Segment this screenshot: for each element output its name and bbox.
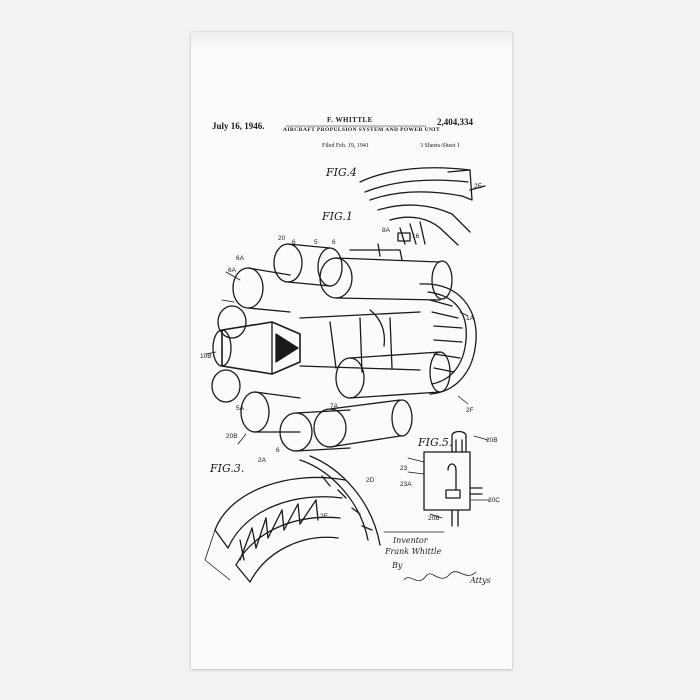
svg-text:20B: 20B xyxy=(226,433,238,440)
signature-attorneys: Attys xyxy=(470,576,491,585)
attorney-signature xyxy=(383,531,477,581)
svg-text:10B: 10B xyxy=(200,353,212,360)
compressor-housing xyxy=(299,283,477,395)
patent-number: 2,404,334 xyxy=(437,117,473,127)
svg-text:6A: 6A xyxy=(236,255,245,262)
inventor-signature: Frank Whittle xyxy=(385,547,442,556)
lower-combustion-chambers xyxy=(240,351,451,452)
inventor-caption: Inventor xyxy=(393,536,428,545)
central-exhaust-nozzle xyxy=(211,305,301,403)
patent-title: AIRCRAFT PROPULSION SYSTEM AND POWER UNI… xyxy=(283,127,441,133)
fig4-label: FIG.4 xyxy=(326,166,357,179)
svg-text:2D: 2D xyxy=(366,477,375,484)
fig5-label: FIG.5. xyxy=(418,436,453,449)
fig1-engine-drawing xyxy=(205,243,477,452)
fig4-duct-drawing xyxy=(359,167,486,246)
svg-text:6: 6 xyxy=(276,447,280,454)
svg-text:7A: 7A xyxy=(330,403,339,410)
svg-text:5A: 5A xyxy=(236,405,245,412)
svg-text:6: 6 xyxy=(332,239,336,246)
svg-text:20C: 20C xyxy=(488,497,500,504)
patent-filed: Filed Feb. 19, 1941 xyxy=(322,143,369,149)
beach-towel xyxy=(191,32,512,669)
svg-text:8A: 8A xyxy=(382,227,391,234)
fig3-label: FIG.3. xyxy=(210,462,245,475)
patent-date: July 16, 1946. xyxy=(212,121,265,131)
svg-text:6: 6 xyxy=(292,239,296,246)
svg-text:20B: 20B xyxy=(428,515,440,522)
upper-combustion-chambers xyxy=(232,243,453,313)
reference-numerals: 20 6 5 6 6A 6A 1A 2F 10B 5A 20B 7A 2E 8A 16 20B 23 23… xyxy=(200,183,500,522)
svg-text:2A: 2A xyxy=(258,457,267,464)
signature-by: By xyxy=(392,561,403,570)
svg-text:2E: 2E xyxy=(474,183,483,190)
svg-text:23: 23 xyxy=(400,465,408,472)
fig5-valve-drawing xyxy=(407,430,491,527)
patent-inventor-header: F. WHITTLE xyxy=(327,116,373,124)
svg-text:6A: 6A xyxy=(228,267,237,274)
svg-text:20B: 20B xyxy=(486,437,498,444)
fig3-ring-drawing xyxy=(204,455,381,583)
fig1-label: FIG.1 xyxy=(322,210,353,223)
svg-text:16: 16 xyxy=(412,233,420,240)
svg-text:5: 5 xyxy=(314,239,318,246)
svg-text:2E: 2E xyxy=(320,513,329,520)
patent-sheets: 3 Sheets-Sheet 1 xyxy=(420,143,460,149)
svg-text:23A: 23A xyxy=(400,481,412,488)
svg-text:2F: 2F xyxy=(466,407,474,414)
svg-text:1A: 1A xyxy=(466,315,475,322)
svg-text:20: 20 xyxy=(278,235,286,242)
